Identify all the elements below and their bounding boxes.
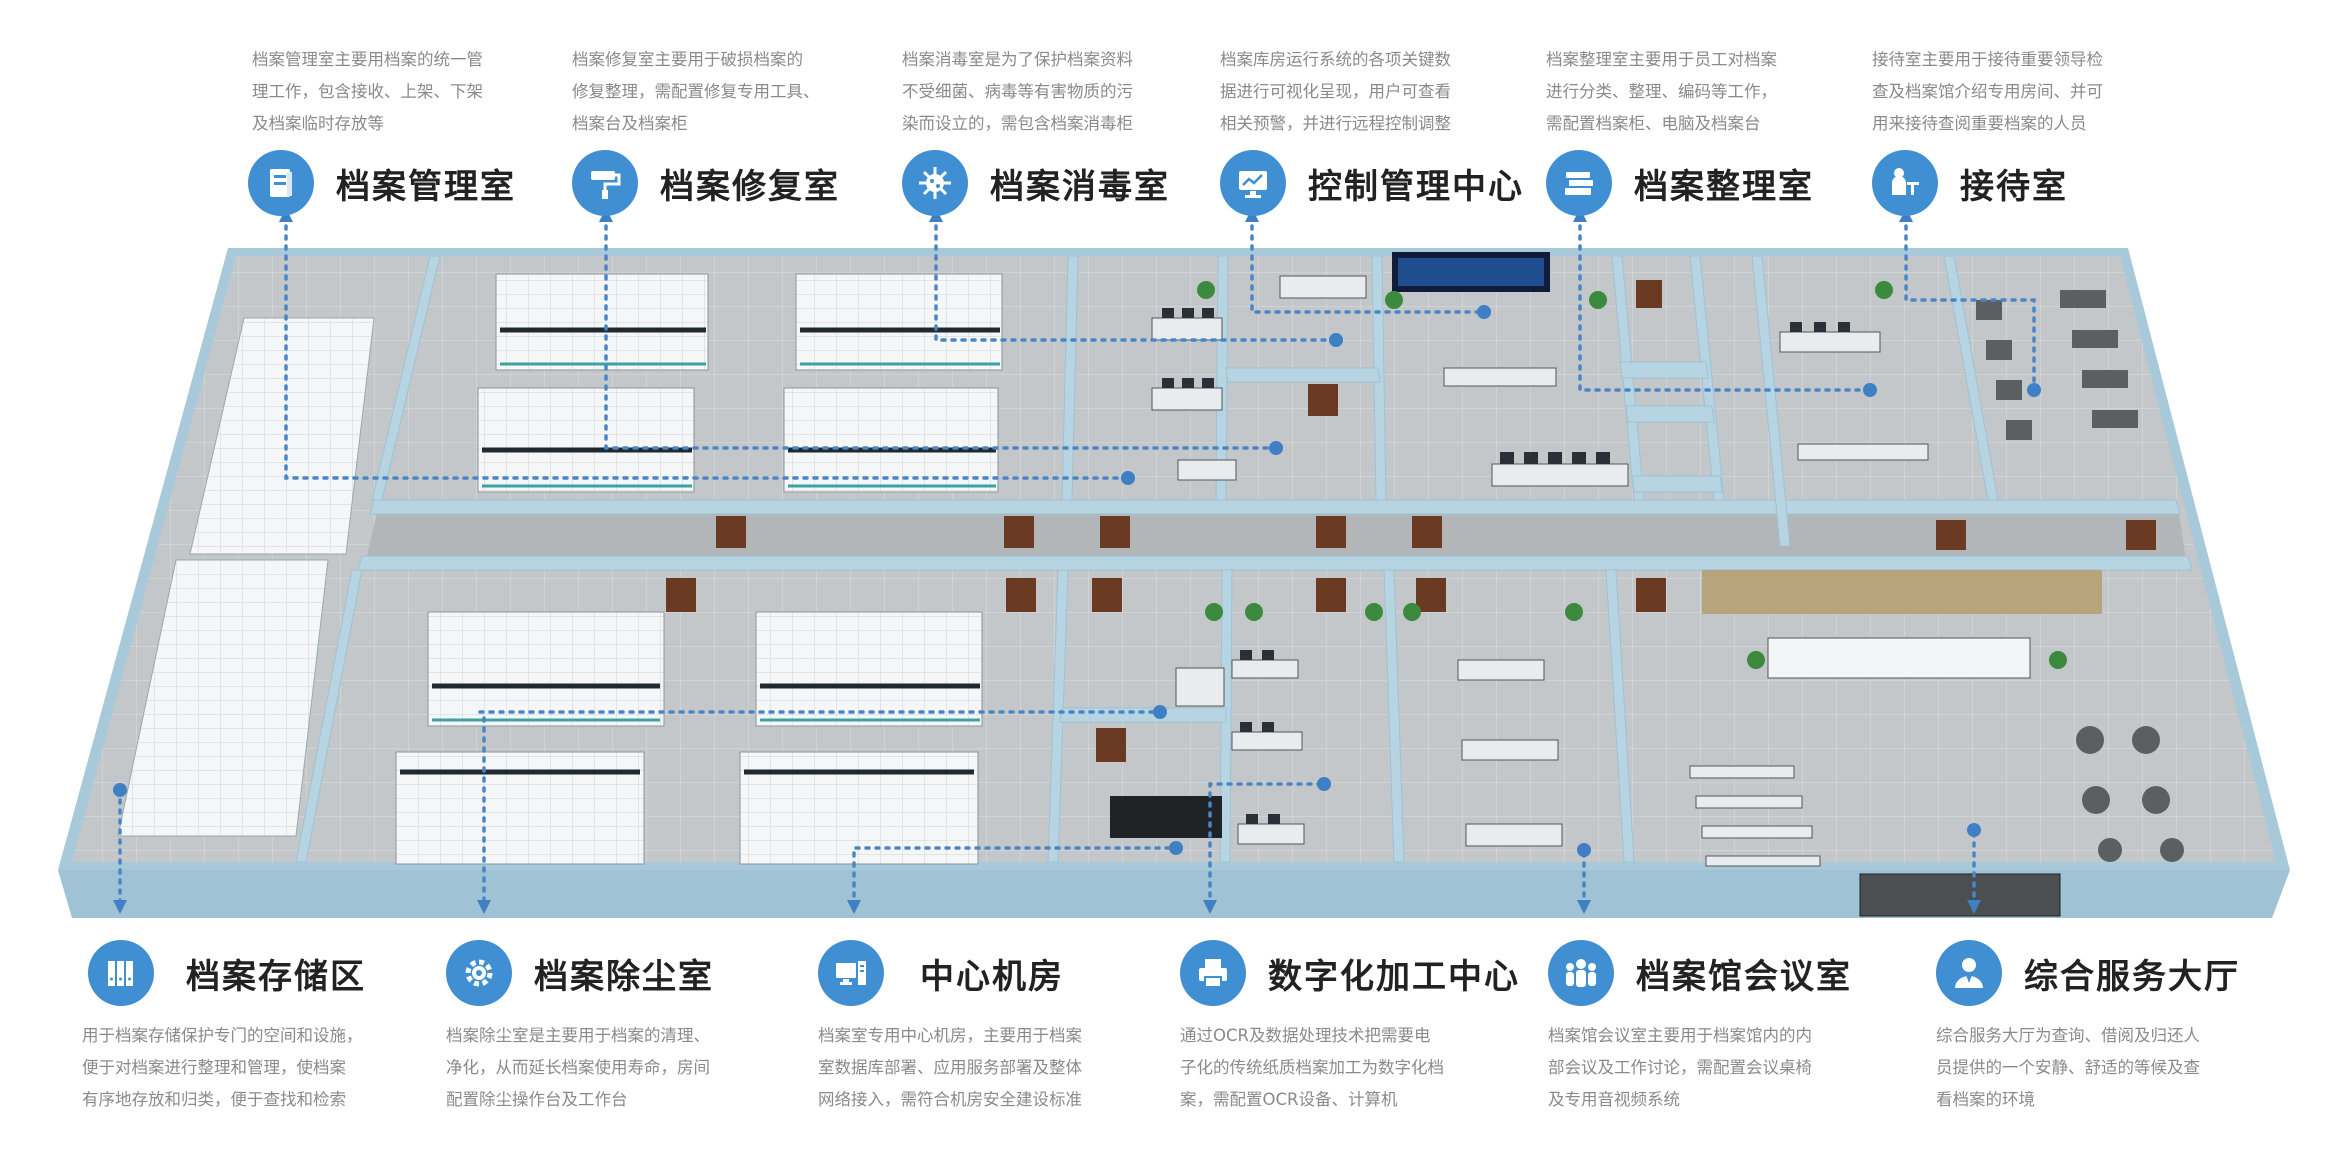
label-description: 综合服务大厅为查询、借阅及归还人 员提供的一个安静、舒适的等候及查 看档案的环境 (1936, 1026, 2200, 1109)
reception-desk-icon (1872, 150, 1938, 216)
leader-line-reception (1904, 214, 2036, 392)
entrance-doors (1859, 873, 2061, 917)
label-description: 档案除尘室是主要用于档案的清理、 净化，从而延长档案使用寿命，房间 配置除尘操作… (446, 1026, 710, 1109)
room-title: 综合服务大厅 (2024, 956, 2240, 997)
label-archive-sorting-room: 档案整理室主要用于员工对档案 进行分类、整理、编码等工作， 需配置档案柜、电脑及… (1546, 44, 1814, 216)
room-title: 接待室 (1960, 166, 2068, 207)
server-computer-icon (818, 940, 884, 1006)
lounge-furniture (1976, 290, 2184, 862)
leader-line-digitization (1208, 782, 1326, 908)
book-stack-icon (1546, 150, 1612, 216)
monitors (1110, 308, 1850, 838)
label-description: 档案馆会议室主要用于档案馆内的内 部会议及工作讨论，需配置会议桌椅 及专用音视频… (1548, 1026, 1812, 1109)
room-title: 中心机房 (920, 956, 1064, 997)
leader-line-disinfection (934, 214, 1338, 342)
label-description: 用于档案存储保护专门的空间和设施， 便于对档案进行整理和管理，使档案 有序地存放… (82, 1026, 363, 1109)
room-title: 档案修复室 (660, 166, 840, 207)
workstations (1151, 275, 2031, 867)
virus-icon (902, 150, 968, 216)
room-title: 控制管理中心 (1308, 166, 1524, 207)
label-description: 档案管理室主要用档案的统一管 理工作，包含接收、上架、下架 及档案临时存放等 (252, 50, 483, 133)
service-person-icon (1936, 940, 2002, 1006)
video-wall (1392, 252, 1550, 292)
label-description: 接待室主要用于接待重要领导检 查及档案馆介绍专用房间、并可 用来接待查阅重要档案… (1872, 50, 2103, 133)
label-description: 通过OCR及数据处理技术把需要电 子化的传统纸质档案加工为数字化档 案，需配置O… (1180, 1026, 1444, 1109)
gear-cog-icon (446, 940, 512, 1006)
label-central-server-room: 中心机房 档案室专用中心机房，主要用于档案 室数据库部署、应用服务部署及整体 网… (818, 940, 1082, 1116)
interior-walls (295, 255, 2193, 863)
corridor (366, 508, 2186, 560)
label-archive-dust-removal-room: 档案除尘室 档案除尘室是主要用于档案的清理、 净化，从而延长档案使用寿命，房间 … (446, 940, 714, 1116)
leader-lines (118, 214, 2036, 908)
label-archive-disinfection-room: 档案消毒室是为了保护档案资料 不受细菌、病毒等有害物质的污 染而设立的，需包含档… (902, 44, 1170, 216)
monitor-chart-icon (1220, 150, 1286, 216)
label-description: 档案修复室主要用于破损档案的 修复整理，需配置修复专用工具、 档案台及档案柜 (572, 50, 820, 133)
binders-icon (88, 940, 154, 1006)
label-archive-storage-area: 档案存储区 用于档案存储保护专门的空间和设施， 便于对档案进行整理和管理，使档案… (82, 940, 366, 1116)
label-reception-room: 接待室主要用于接待重要领导检 查及档案馆介绍专用房间、并可 用来接待查阅重要档案… (1872, 44, 2103, 216)
doors (666, 280, 2156, 762)
room-title: 档案整理室 (1634, 166, 1814, 207)
meeting-people-icon (1548, 940, 1614, 1006)
leader-line-management (284, 214, 1130, 480)
label-archive-management-room: 档案管理室主要用档案的统一管 理工作，包含接收、上架、下架 及档案临时存放等 档… (248, 44, 516, 216)
leader-line-repair (604, 214, 1278, 450)
label-description: 档案室专用中心机房，主要用于档案 室数据库部署、应用服务部署及整体 网络接入，需… (818, 1026, 1082, 1109)
room-title: 档案管理室 (336, 166, 516, 207)
label-comprehensive-service-hall: 综合服务大厅 综合服务大厅为查询、借阅及归还人 员提供的一个安静、舒适的等候及查… (1936, 940, 2240, 1116)
archive-folder-icon (248, 150, 314, 216)
leader-line-control (1250, 214, 1486, 314)
compact-shelves (395, 273, 1003, 865)
label-digitization-processing-center: 数字化加工中心 通过OCR及数据处理技术把需要电 子化的传统纸质档案加工为数字化… (1180, 940, 1520, 1116)
paint-roller-icon (572, 150, 638, 216)
label-description: 档案整理室主要用于员工对档案 进行分类、整理、编码等工作， 需配置档案柜、电脑及… (1546, 50, 1777, 133)
storage-shelves (117, 317, 375, 837)
label-description: 档案消毒室是为了保护档案资料 不受细菌、病毒等有害物质的污 染而设立的，需包含档… (902, 50, 1133, 133)
label-archive-repair-room: 档案修复室主要用于破损档案的 修复整理，需配置修复专用工具、 档案台及档案柜 档… (572, 44, 840, 216)
printer-icon (1180, 940, 1246, 1006)
leader-endpoints (113, 305, 2041, 857)
label-archive-meeting-room: 档案馆会议室 档案馆会议室主要用于档案馆内的内 部会议及工作讨论，需配置会议桌椅… (1548, 940, 1852, 1116)
label-description: 档案库房运行系统的各项关键数 据进行可视化呈现，用户可查看 相关预警，并进行远程… (1220, 50, 1451, 133)
leader-line-sorting (1578, 214, 1872, 392)
room-title: 档案消毒室 (990, 166, 1170, 207)
label-control-management-center: 档案库房运行系统的各项关键数 据进行可视化呈现，用户可查看 相关预警，并进行远程… (1220, 44, 1524, 216)
plants (1197, 281, 2067, 669)
leader-line-datacenter (852, 846, 1178, 908)
room-title: 档案存储区 (186, 956, 366, 997)
room-title: 档案除尘室 (534, 956, 714, 997)
decor-panel (1702, 570, 2102, 614)
room-title: 数字化加工中心 (1268, 956, 1520, 997)
room-title: 档案馆会议室 (1636, 956, 1852, 997)
